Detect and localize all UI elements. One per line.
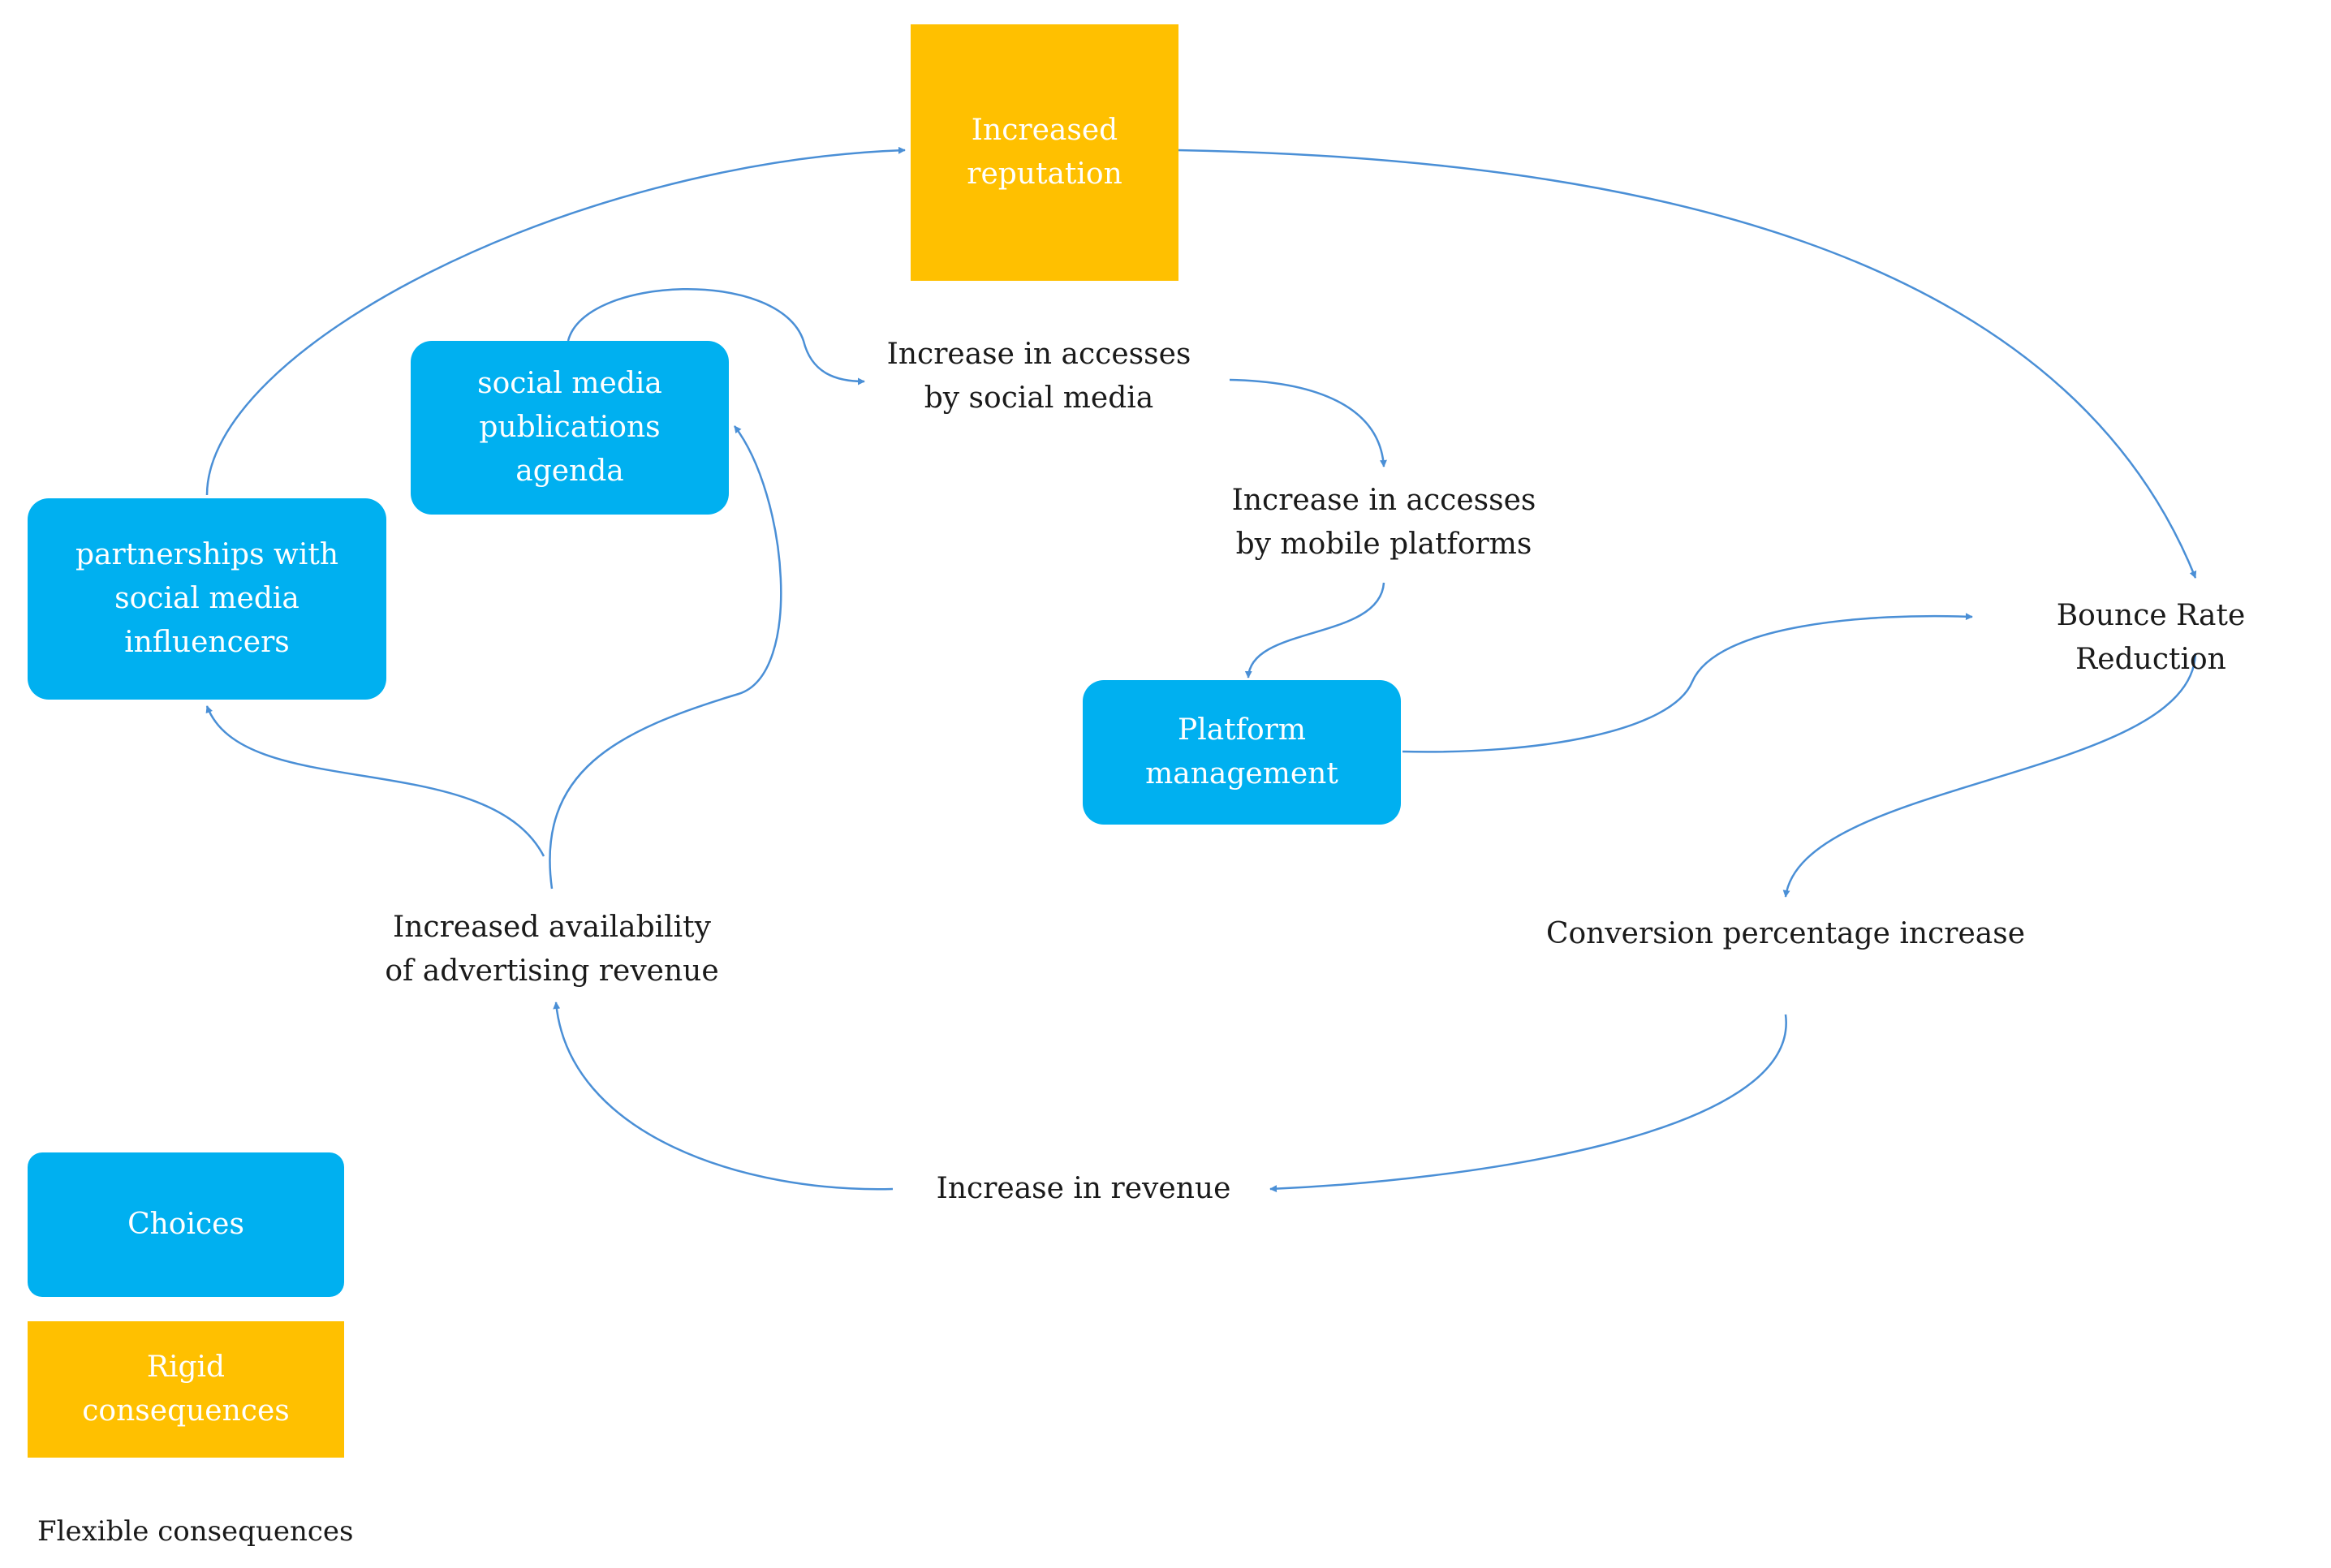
node-partnerships-influencers: partnerships with social media influence… bbox=[28, 498, 386, 700]
node-advertising-revenue: Increased availability of advertising re… bbox=[385, 911, 719, 988]
arrow-bounce-to-conversion bbox=[1782, 653, 2197, 898]
node-bounce-rate-reduction: Bounce Rate Reduction bbox=[2056, 599, 2246, 676]
legend-choices: Choices bbox=[28, 1152, 344, 1297]
arrow-platform-to-bounce bbox=[1402, 613, 1973, 753]
arrow-conversion-to-revenue bbox=[1269, 1014, 1787, 1193]
arrow-social-access-to-mobile bbox=[1229, 378, 1387, 467]
arrow-reputation-to-bounce bbox=[1176, 149, 2197, 579]
legend-flexible: Flexible consequences bbox=[37, 1515, 354, 1548]
node-platform-management: Platform management bbox=[1083, 680, 1401, 825]
arrow-agenda-to-social-access bbox=[567, 287, 865, 386]
arrow-mobile-to-platform bbox=[1244, 582, 1385, 678]
node-increase-revenue: Increase in revenue bbox=[936, 1172, 1231, 1205]
node-increase-access-social: Increase in accesses by social media bbox=[886, 338, 1191, 415]
node-social-media-agenda: social media publications agenda bbox=[411, 341, 729, 515]
node-conversion-increase: Conversion percentage increase bbox=[1545, 917, 2026, 950]
node-increase-access-mobile: Increase in accesses by mobile platforms bbox=[1231, 484, 1536, 561]
arrow-advertising-to-agenda bbox=[549, 425, 782, 890]
legend-rigid: Rigid consequences bbox=[28, 1321, 344, 1458]
arrow-revenue-to-advertising bbox=[553, 1002, 894, 1191]
arrow-partnerships-to-reputation bbox=[205, 146, 906, 496]
node-increased-reputation: Increased reputation bbox=[911, 24, 1178, 281]
arrow-advertising-to-partnerships bbox=[205, 705, 545, 857]
